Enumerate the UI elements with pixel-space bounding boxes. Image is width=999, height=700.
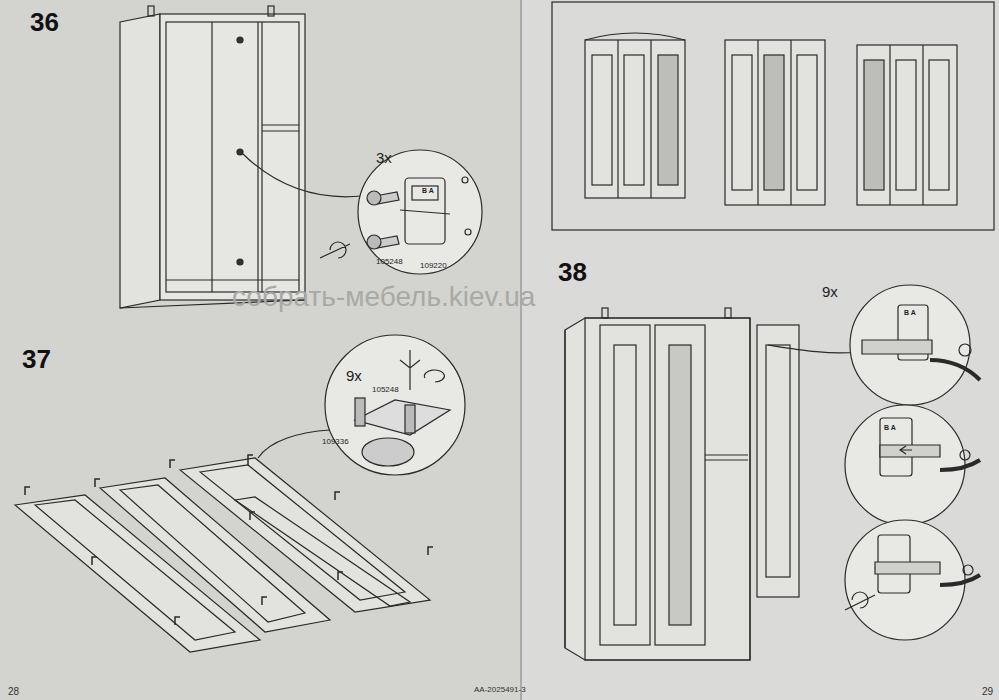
quantity: 9x (822, 284, 838, 301)
part-number: 105248 (376, 258, 403, 267)
part-number: 105248 (372, 386, 399, 395)
plate-marking: B A (884, 424, 896, 432)
plate-marking: B A (422, 187, 434, 195)
watermark: собрать-мебель.kiev.ua (232, 282, 535, 313)
part-number: 109220 (420, 262, 447, 271)
right-page (520, 0, 999, 700)
quantity: 3x (376, 150, 392, 167)
step-number: 37 (22, 345, 51, 374)
page-number: 29 (982, 686, 993, 697)
left-page (0, 0, 520, 700)
page-number: 28 (8, 686, 19, 697)
quantity: 9x (346, 368, 362, 385)
part-number: 109336 (322, 438, 349, 447)
spine (520, 0, 522, 700)
step-number: 36 (30, 8, 59, 37)
plate-marking: B A (904, 309, 916, 317)
document-code: AA-2025491-3 (474, 686, 526, 695)
step-number: 38 (558, 258, 587, 287)
